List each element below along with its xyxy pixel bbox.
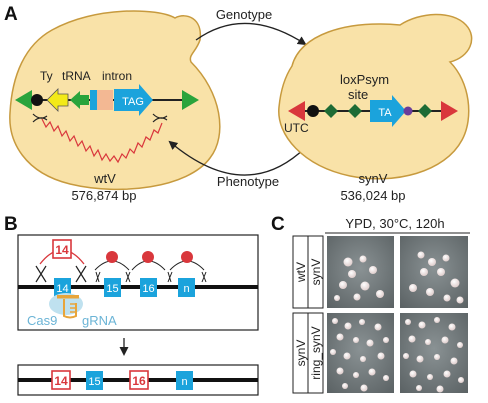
- grna-icon: [57, 295, 79, 319]
- panel-a-label: A: [4, 4, 18, 25]
- segment-box-synthetic: [86, 371, 103, 390]
- phenotype-label: Phenotype: [217, 174, 279, 189]
- syn-telomere-right: [441, 101, 458, 121]
- segment-box-synthetic: [104, 278, 121, 297]
- colonies-syn-2: [330, 318, 389, 392]
- ta-codon-label: TA: [378, 107, 392, 119]
- panel-b-label: B: [4, 214, 18, 235]
- segment-box-native: [51, 370, 71, 390]
- segment-box-synthetic: [176, 371, 193, 390]
- crossover-marks-b: [35, 265, 87, 283]
- loxp-site-16: [131, 251, 166, 271]
- trna-arrow: [70, 91, 89, 109]
- syn-name: synV: [359, 171, 388, 186]
- segment-box-synthetic-label: 15: [88, 376, 100, 388]
- segment-box-synthetic: [178, 278, 195, 297]
- plate-ring-syn: [400, 313, 468, 393]
- segment-box-synthetic-label: n: [183, 283, 189, 295]
- genotype-label: Genotype: [216, 7, 272, 22]
- syn-size: 536,024 bp: [340, 188, 405, 203]
- phenotype-arrow: [168, 140, 306, 176]
- panel-c-label: C: [271, 214, 285, 235]
- growth-condition-label: YPD, 30°C, 120h: [345, 216, 444, 231]
- telomere-arrow-right: [182, 90, 199, 110]
- trna-label: tRNA: [62, 69, 91, 83]
- segment-box-synthetic-label: n: [181, 376, 187, 388]
- stop-codon-dot: [403, 106, 413, 116]
- cut-marks: [95, 271, 207, 283]
- gene-tag-arrow: [114, 84, 153, 116]
- syn-telomere-left: [288, 101, 305, 121]
- colonies-wt: [334, 255, 384, 301]
- colonies-syn: [409, 251, 464, 304]
- segment-box-synthetic: [54, 278, 71, 297]
- row2-label-syn: synV: [294, 340, 308, 367]
- plate-syn-2: [327, 313, 394, 393]
- loxpsym-diamond: [418, 104, 432, 118]
- row1-label-wt: wtV: [294, 262, 308, 283]
- ty-label: Ty: [40, 69, 53, 83]
- wt-recombination-zigzag: [41, 118, 163, 164]
- syn-gene-arrow: [370, 95, 406, 127]
- loxpsym-label: loxPsym: [340, 72, 389, 87]
- genotype-arrow: [195, 22, 307, 46]
- utc-label: UTC: [284, 121, 309, 135]
- segment-box-native: [52, 239, 72, 259]
- row-label-box-2: [292, 312, 324, 394]
- segment-box-native-label: 14: [54, 374, 68, 388]
- loxpsym-diamond: [348, 104, 362, 118]
- loxp-site-15: [94, 251, 130, 271]
- segment-box-native-label: 16: [132, 374, 146, 388]
- syn-chromosome: TA: [288, 95, 458, 127]
- row1-label-syn: synV: [309, 259, 323, 286]
- cas9-label: Cas9: [27, 313, 57, 328]
- intron-block: [97, 90, 113, 110]
- wt-size: 576,874 bp: [71, 188, 136, 203]
- wt-crossover-marks: [32, 113, 168, 123]
- syn-centromere-dot: [307, 105, 319, 117]
- loxpsym-diamond: [324, 104, 338, 118]
- grna-label: gRNA: [82, 313, 117, 328]
- colonies-ring-syn: [403, 317, 464, 393]
- loxp-site-n: [169, 251, 205, 271]
- segment-box-synthetic: [140, 278, 157, 297]
- segment-box-synthetic-label: 16: [142, 283, 154, 295]
- telomere-arrow-left: [15, 90, 32, 110]
- exon-block: [90, 90, 97, 110]
- row-label-box-1: [292, 235, 324, 309]
- segment-box-synthetic-label: 15: [106, 283, 118, 295]
- syn-yeast-cell: [278, 13, 473, 180]
- segment-box-synthetic-label: 14: [56, 283, 68, 295]
- wt-name: wtV: [93, 171, 116, 186]
- centromere-dot: [31, 94, 43, 106]
- site-label: site: [348, 87, 368, 102]
- intron-label: intron: [102, 69, 132, 83]
- ty-element-arrow: [46, 88, 69, 112]
- plate-syn: [400, 236, 468, 308]
- row2-label-ring: ring_synV: [309, 326, 323, 379]
- segment-box-native-label: 14: [55, 243, 69, 257]
- tag-codon-label: TAG: [122, 96, 144, 108]
- wt-chromosome: TAG: [15, 84, 199, 116]
- segment-box-native: [129, 370, 149, 390]
